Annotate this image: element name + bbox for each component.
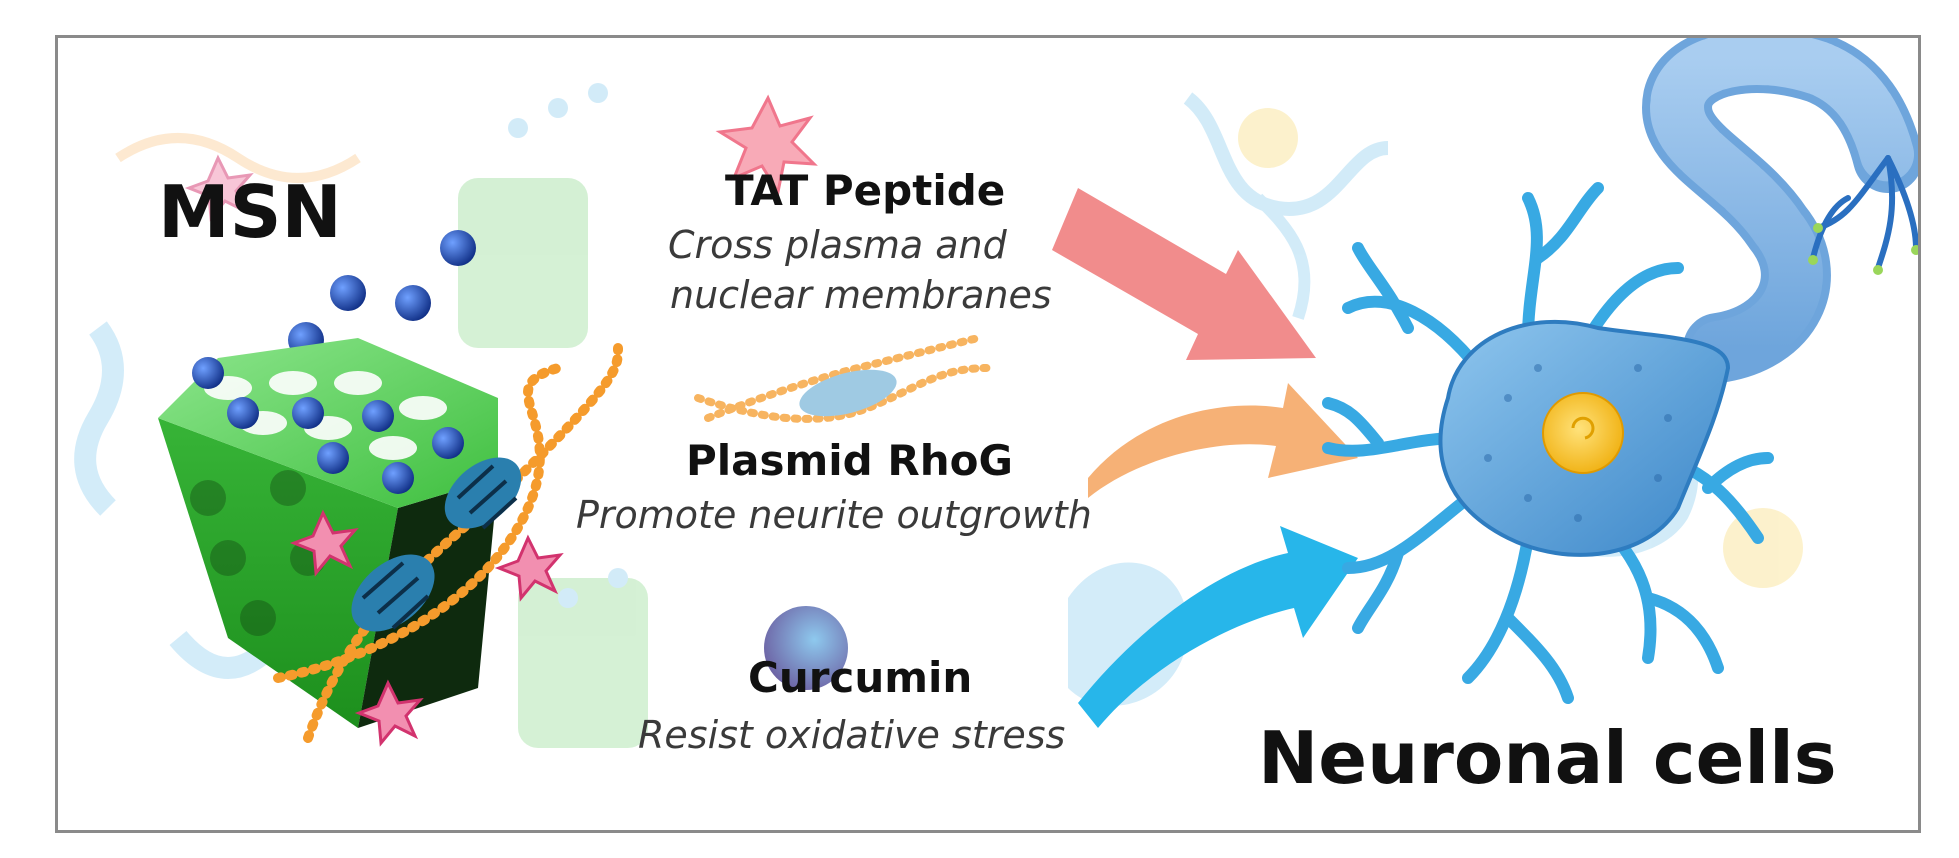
neuron: [1322, 38, 1918, 704]
neuronal-cells-title: Neuronal cells: [1258, 716, 1837, 800]
dna-strand: [273, 343, 623, 743]
figure-frame: MSN Neuronal cells TAT Peptide Cross pla…: [55, 35, 1921, 833]
tat-peptide-label: TAT Peptide: [725, 166, 1006, 215]
loaded-cargo: [192, 357, 464, 494]
curcumin-sphere-icon: [764, 606, 848, 690]
tat-peptide-desc-line2: nuclear membranes: [670, 273, 1052, 317]
tat-markers-on-msn: [184, 154, 564, 747]
arrow-tat: [1052, 188, 1316, 360]
arrow-rhog: [1088, 383, 1358, 498]
nucleus: [1542, 392, 1624, 474]
tat-peptide-desc-line1: Cross plasma and: [668, 223, 1007, 267]
plasmid-rhog-desc: Promote neurite outgrowth: [576, 493, 1092, 537]
tat-star-icon: [715, 94, 818, 197]
msn-nanoparticle: [158, 154, 623, 747]
curcumin-desc: Resist oxidative stress: [638, 713, 1066, 757]
msn-title: MSN: [158, 170, 342, 254]
plasmid-dna-icon: [694, 334, 992, 423]
curcumin-label: Curcumin: [748, 653, 973, 702]
axon: [1642, 38, 1918, 383]
illustration: [74, 38, 1918, 748]
plasmid-rhog-label: Plasmid RhoG: [686, 436, 1013, 485]
dendrites: [1322, 182, 1774, 704]
arrow-curcumin: [1078, 526, 1358, 728]
